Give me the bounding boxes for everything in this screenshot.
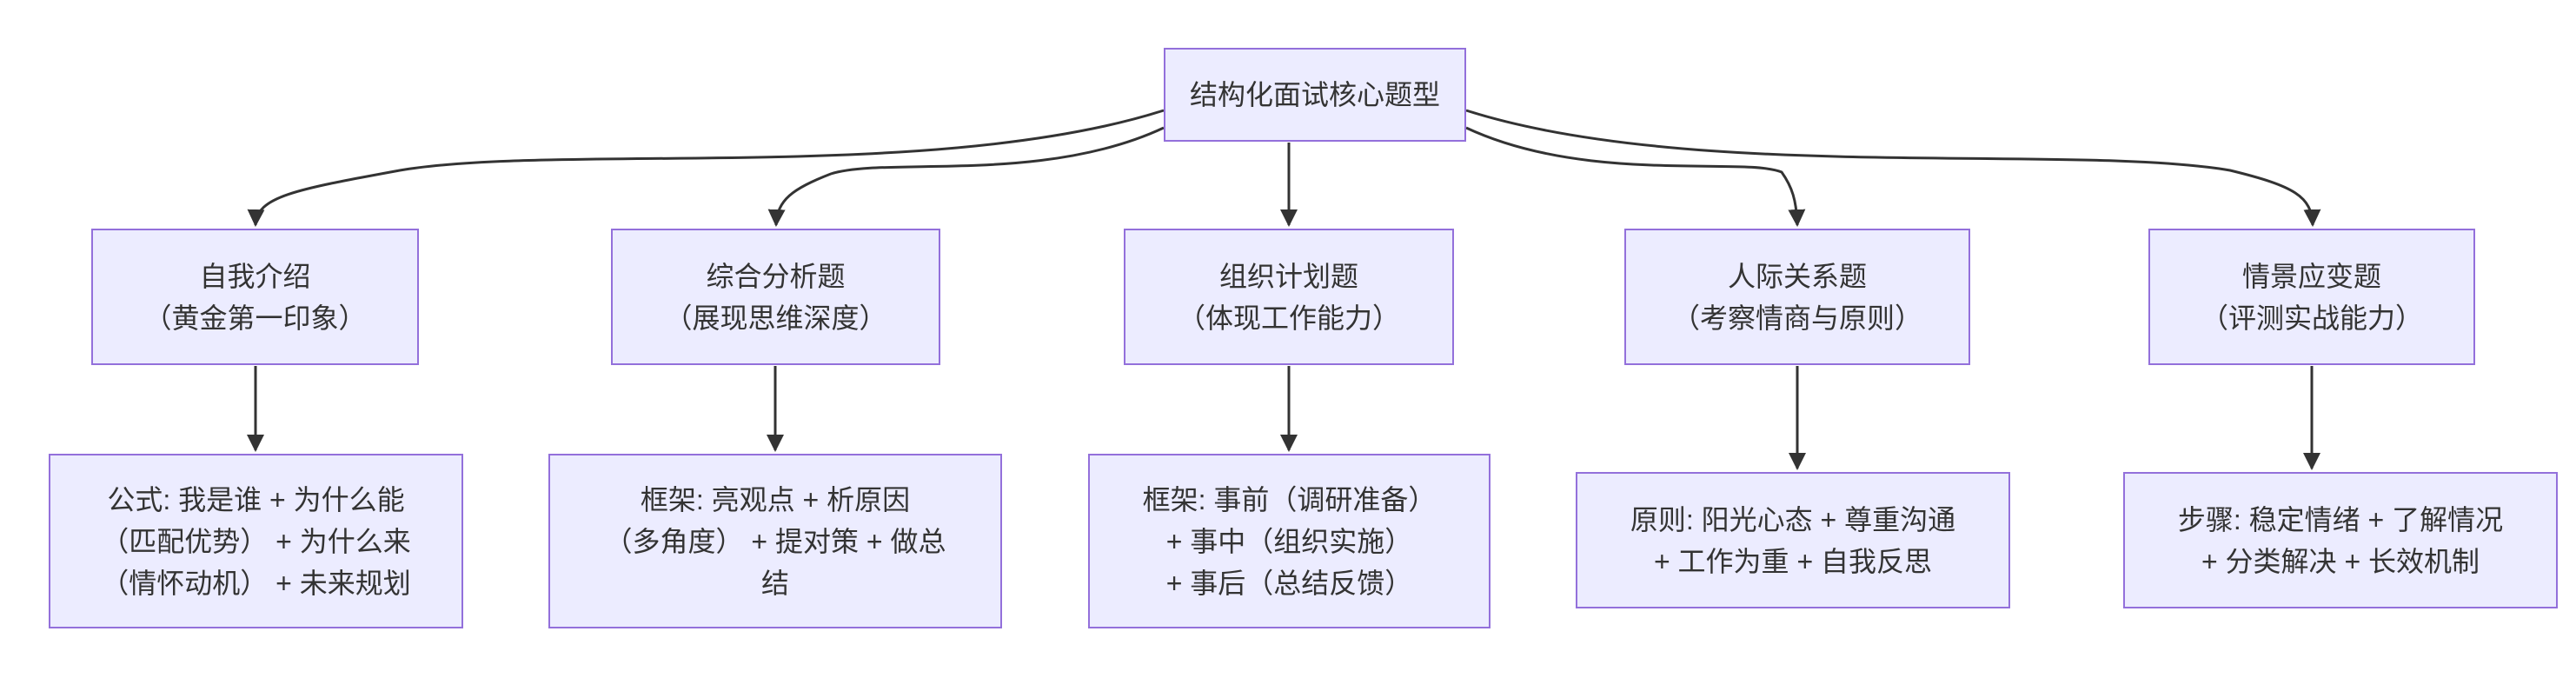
edge-root-to-branch4 [1465, 126, 1806, 227]
branch1-title-node: 自我介绍 （黄金第一印象） [91, 229, 419, 365]
branch5-title-node: 情景应变题 （评测实战能力） [2148, 229, 2475, 365]
node-text-line: + 事后（总结反馈） [1165, 567, 1413, 599]
node-text-line: 情景应变题 [2241, 260, 2381, 292]
node-text-line: 框架: 亮观点 + 析原因 [640, 483, 911, 515]
node-text-line: 公式: 我是谁 + 为什么能 [107, 483, 405, 515]
node-text-line: 框架: 事前（调研准备） [1142, 483, 1437, 515]
branch5-detail-node: 步骤: 稳定情绪 + 了解情况 + 分类解决 + 长效机制 [2123, 472, 2558, 608]
branch3-detail-node: 框架: 事前（调研准备） + 事中（组织实施） + 事后（总结反馈） [1088, 454, 1490, 628]
node-text-line: （评测实战能力） [2200, 302, 2423, 334]
node-text-line: （多角度） + 提对策 + 做总 [604, 525, 946, 557]
node-text-line: 原则: 阳光心态 + 尊重沟通 [1630, 503, 1956, 535]
branch3-title-node: 组织计划题 （体现工作能力） [1124, 229, 1454, 365]
root-node: 结构化面试核心题型 [1164, 48, 1466, 142]
branch2-title-node: 综合分析题 （展现思维深度） [611, 229, 940, 365]
node-text-line: （匹配优势） + 为什么来 [101, 525, 411, 557]
branch4-detail-node: 原则: 阳光心态 + 尊重沟通 + 工作为重 + 自我反思 [1576, 472, 2010, 608]
node-text-line: （考察情商与原则） [1671, 302, 1922, 334]
node-text-line: （情怀动机） + 未来规划 [101, 567, 411, 599]
node-text-line: 人际关系题 [1727, 260, 1867, 292]
node-text-line: 步骤: 稳定情绪 + 了解情况 [2177, 503, 2504, 535]
node-text-line: + 分类解决 + 长效机制 [2201, 545, 2480, 577]
branch1-detail-node: 公式: 我是谁 + 为什么能 （匹配优势） + 为什么来 （情怀动机） + 未来… [49, 454, 463, 628]
node-text-line: 结 [760, 567, 789, 599]
node-text-line: 综合分析题 [706, 260, 846, 292]
root-label: 结构化面试核心题型 [1189, 79, 1440, 110]
node-text-line: + 事中（组织实施） [1165, 525, 1413, 557]
branch4-title-node: 人际关系题 （考察情商与原则） [1624, 229, 1970, 365]
node-text-line: （体现工作能力） [1177, 302, 1400, 334]
edge-root-to-branch2 [767, 126, 1165, 227]
node-text-line: （展现思维深度） [664, 302, 887, 334]
edge-root-to-branch1 [247, 109, 1165, 227]
edge-root-to-branch5 [1465, 109, 2321, 227]
branch2-detail-node: 框架: 亮观点 + 析原因 （多角度） + 提对策 + 做总 结 [548, 454, 1002, 628]
node-text-line: （黄金第一印象） [143, 302, 367, 334]
node-text-line: 组织计划题 [1218, 260, 1358, 292]
node-text-line: + 工作为重 + 自我反思 [1653, 545, 1933, 577]
node-text-line: 自我介绍 [199, 260, 311, 292]
